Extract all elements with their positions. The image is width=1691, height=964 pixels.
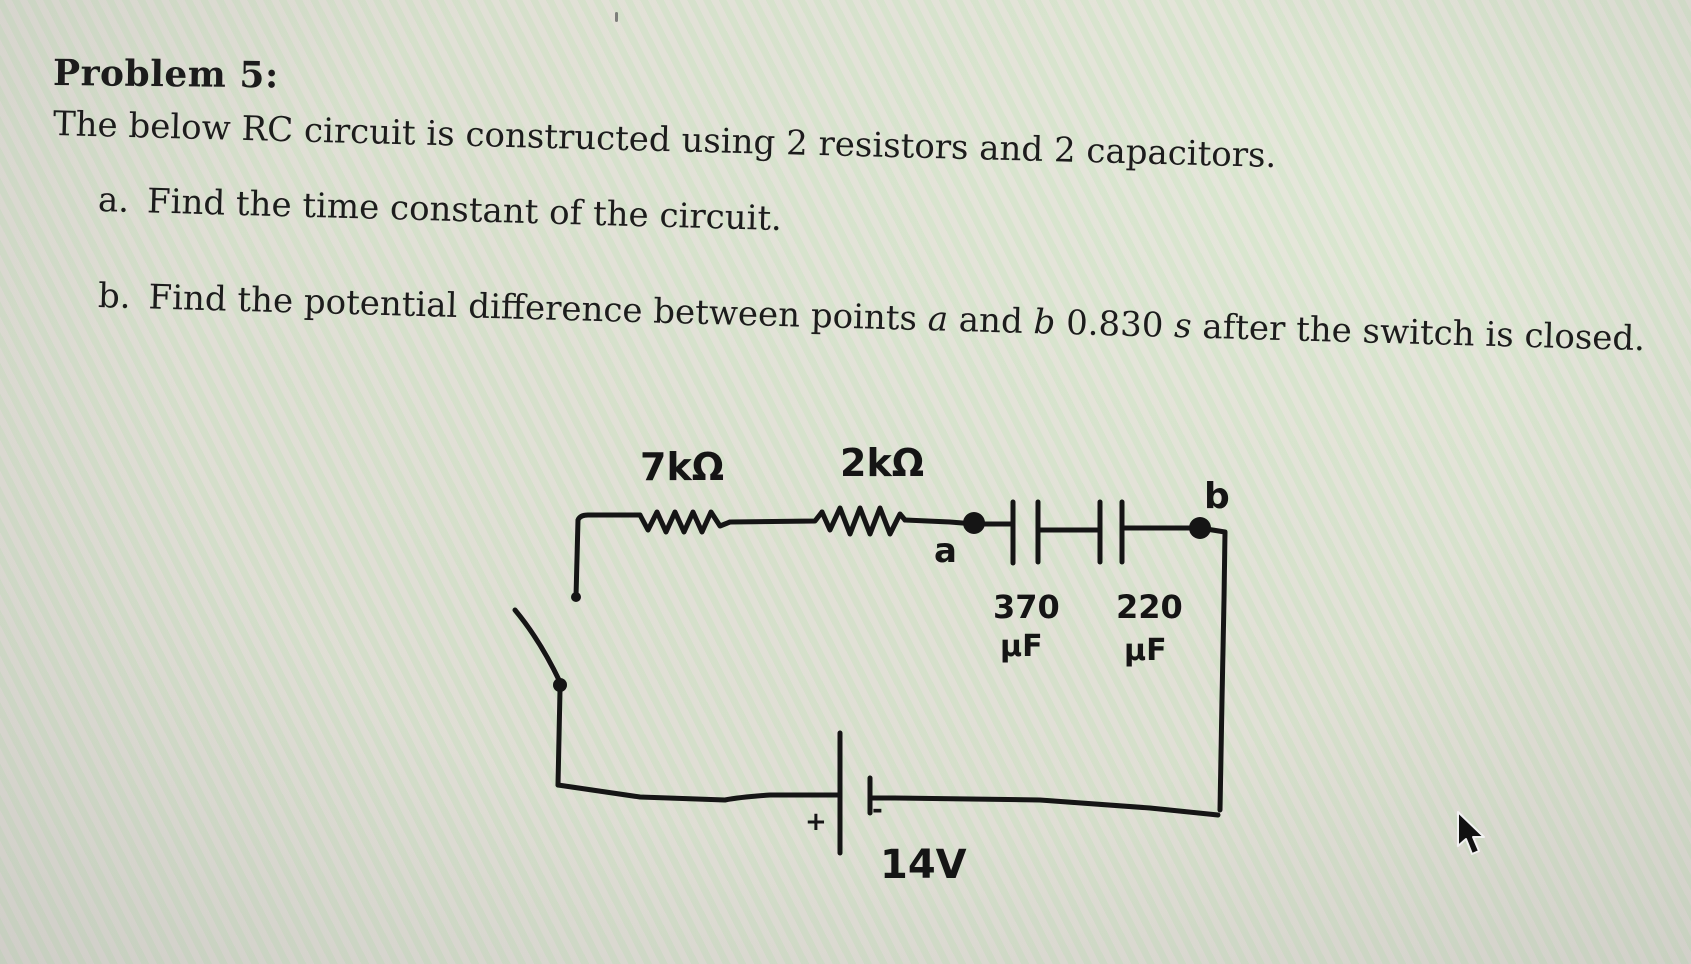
switch-pivot [553, 678, 567, 692]
stray-mark [615, 12, 618, 22]
cap2-unit-label: μF [1124, 633, 1167, 668]
cap1-value-label: 370 [993, 588, 1060, 626]
resistor-7k-symbol [637, 509, 733, 535]
cap1-unit-label: μF [1000, 629, 1043, 664]
wire-right-side [1197, 525, 1228, 813]
wire-between-resistors [727, 509, 825, 525]
node-b-label: b [1204, 476, 1230, 517]
wire-bottom-left [555, 782, 843, 803]
wire-bottom-right [867, 795, 1221, 818]
node-b-dot [1189, 517, 1211, 539]
wire-left-vertical [555, 687, 563, 788]
battery-minus-label: - [872, 795, 883, 825]
node-a-dot [963, 512, 985, 534]
node-a-label: a [934, 531, 957, 571]
switch-contact-top [571, 592, 581, 602]
resistor-7k-label: 7kΩ [640, 445, 724, 489]
wire-left-top [573, 512, 643, 600]
resistor-2k-label: 2kΩ [840, 441, 924, 485]
cap2-value-label: 220 [1116, 588, 1183, 626]
battery-plus-label: + [805, 807, 827, 837]
switch-lever [512, 607, 563, 685]
mouse-pointer-icon [1457, 811, 1485, 855]
battery-voltage-label: 14V [880, 842, 967, 888]
resistor-2k-symbol [819, 505, 908, 537]
